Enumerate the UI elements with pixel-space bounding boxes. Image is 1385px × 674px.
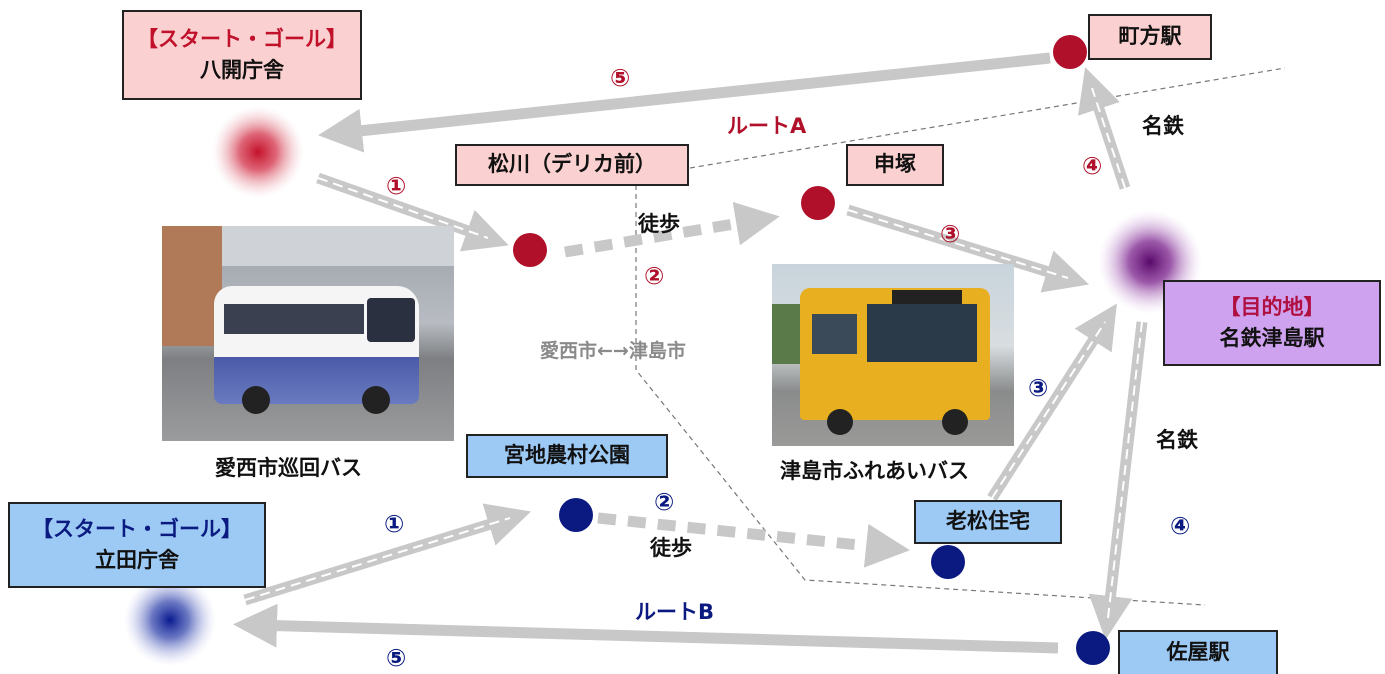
route-a-step5-arrow: [318, 52, 1051, 153]
route-b-walk-arrow: [597, 512, 910, 568]
route-b-arrows: [233, 303, 1148, 654]
tsushima-bus-photo: [772, 264, 1014, 446]
hachikai-box: 【スタート・ゴール】 八開庁舎: [122, 10, 362, 100]
moritsuka-box: 申塚: [846, 144, 944, 186]
miyaji-name: 宮地農村公園: [504, 443, 630, 468]
oimatsu-name: 老松住宅: [946, 509, 1030, 534]
miyaji-box: 宮地農村公園: [466, 434, 668, 478]
route-b-step5: ⑤: [386, 644, 407, 672]
route-b-step1: ①: [384, 510, 405, 538]
tatsuta-hub: [124, 574, 216, 666]
oimatsu-stop-dot: [931, 545, 965, 579]
route-a-arrows: [316, 52, 1131, 293]
destination-tag: 【目的地】: [1219, 294, 1325, 319]
saya-box: 佐屋駅: [1118, 630, 1278, 674]
route-b-step2: ②: [654, 488, 675, 516]
tsushima-bus-caption: 津島市ふれあいバス: [780, 459, 969, 483]
matsukawa-box: 松川（デリカ前）: [455, 144, 689, 186]
walk-label-a: 徒歩: [638, 212, 680, 236]
saya-stop-dot: [1076, 631, 1110, 665]
meitetsu-label-top: 名鉄: [1142, 114, 1184, 138]
oimatsu-box: 老松住宅: [914, 500, 1062, 544]
route-b-step5-arrow: [233, 603, 1059, 654]
meitetsu-label-bottom: 名鉄: [1156, 428, 1198, 452]
route-a-step4: ④: [1082, 152, 1103, 180]
route-b-label: ルートB: [635, 600, 715, 624]
destination-name: 名鉄津島駅: [1219, 326, 1325, 350]
route-a-label: ルートA: [727, 114, 807, 138]
tatsuta-box: 【スタート・ゴール】 立田庁舎: [8, 502, 266, 588]
matsukawa-name: 松川（デリカ前）: [488, 152, 656, 177]
route-a-step5: ⑤: [610, 64, 631, 92]
aisai-bus-caption: 愛西市巡回バス: [215, 456, 362, 480]
hachikai-tag: 【スタート・ゴール】: [137, 26, 347, 51]
machikata-name: 町方駅: [1118, 24, 1182, 49]
hachikai-hub: [212, 106, 304, 198]
route-a-step1: ①: [386, 172, 407, 200]
machikata-box: 町方駅: [1088, 14, 1212, 60]
route-a-walk-arrow: [564, 201, 780, 258]
route-a-step3: ③: [940, 220, 961, 248]
moritsuka-name: 申塚: [874, 152, 916, 177]
saya-name: 佐屋駅: [1166, 640, 1230, 665]
machikata-stop-dot: [1053, 35, 1087, 69]
miyaji-stop-dot: [559, 498, 593, 532]
aisai-bus-photo: [162, 226, 454, 441]
city-border-lines: [635, 67, 1286, 606]
hachikai-name: 八開庁舎: [200, 58, 284, 82]
route-b-step4: ④: [1170, 512, 1191, 540]
tatsuta-tag: 【スタート・ゴール】: [32, 516, 242, 541]
route-b-step3: ③: [1028, 374, 1049, 402]
walk-label-b: 徒歩: [650, 536, 692, 560]
destination-box: 【目的地】 名鉄津島駅: [1163, 280, 1381, 366]
route-a-step2: ②: [644, 262, 665, 290]
matsukawa-stop-dot: [513, 233, 547, 267]
tatsuta-name: 立田庁舎: [95, 548, 179, 572]
city-border-label: 愛西市←→津島市: [540, 340, 686, 362]
moritsuka-stop-dot: [801, 186, 835, 220]
